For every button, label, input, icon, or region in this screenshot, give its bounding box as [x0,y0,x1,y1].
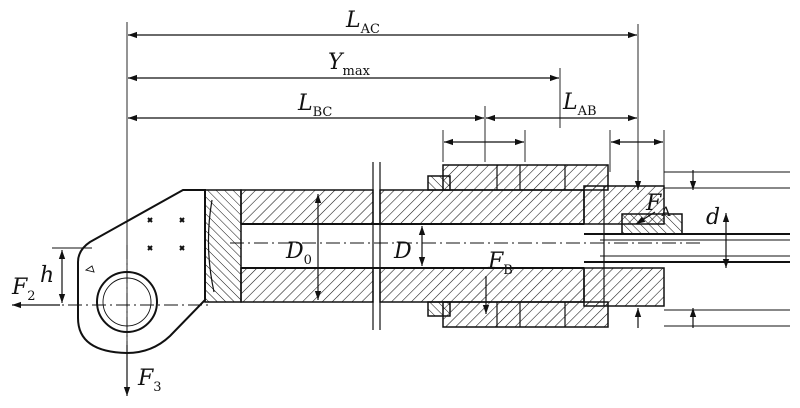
label-L-AC: LAC [345,8,380,37]
label-h: h [40,263,54,288]
pivot-pin [102,277,152,327]
cylinder-barrel [204,162,585,330]
force-FA-arrow [635,211,656,225]
label-L-BC: LBC [297,91,332,120]
label-d: d [706,205,720,230]
label-F2: F2 [11,275,36,304]
label-Y-max: Ymax [328,50,371,79]
rear-clevis [77,189,206,355]
pivot-pin-bore [96,271,158,333]
head-guide [583,185,683,307]
label-D: D [393,239,412,264]
piston-rod [584,170,790,328]
label-F-B: FB [487,249,513,278]
label-D0: D0 [285,239,312,268]
dimension-lines [126,22,665,395]
bolt-marks [147,217,185,251]
label-F-A: FA [645,191,671,220]
label-L-AB: LAB [562,90,597,119]
label-F3: F3 [137,366,162,395]
outer-sleeve [427,164,609,328]
